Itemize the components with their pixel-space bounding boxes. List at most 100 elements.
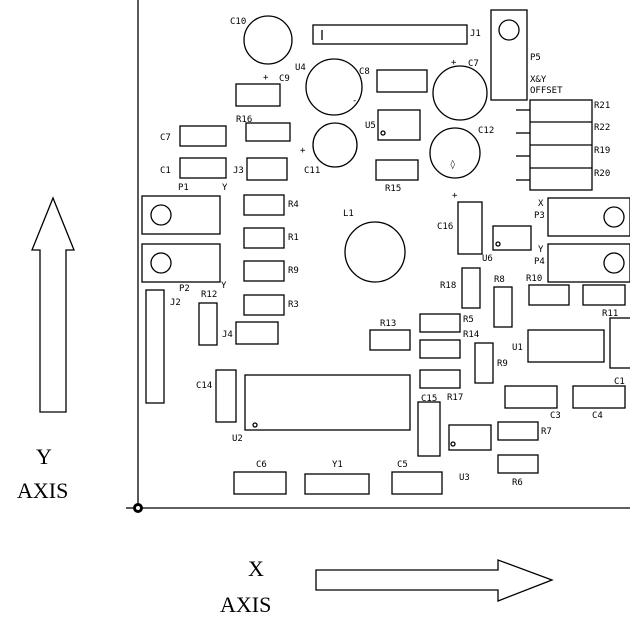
connector-j4	[235, 321, 279, 345]
capacitor-c5	[391, 471, 443, 495]
capacitor-c15	[417, 401, 441, 457]
pot-p2	[141, 243, 221, 283]
y-axis-arrow	[31, 196, 75, 413]
capacitor-c1	[179, 157, 227, 179]
label-u5: U5	[365, 121, 376, 131]
svg-text:◊: ◊	[450, 159, 455, 170]
label-r9: R9	[288, 266, 299, 276]
label-c8: C8	[359, 67, 370, 77]
label-c4: C4	[592, 411, 603, 421]
label-p2-y: Y	[221, 281, 227, 291]
pot-p1	[141, 195, 221, 235]
capacitor-c11	[312, 122, 358, 168]
label-c5: C5	[397, 460, 408, 470]
capacitor-c6	[233, 471, 287, 495]
resistor-r6	[497, 454, 539, 474]
label-c7-left: C7	[160, 133, 171, 143]
label-r18: R18	[440, 281, 456, 291]
label-c15: C15	[421, 394, 437, 404]
resistor-r12	[198, 302, 218, 346]
label-r8: R8	[494, 275, 505, 285]
resistor-r10	[528, 284, 570, 306]
label-j3: J3	[233, 166, 244, 176]
label-r6: R6	[512, 478, 523, 488]
label-u3: U3	[459, 473, 470, 483]
resistor-r8	[493, 286, 513, 328]
capacitor-c12	[429, 127, 481, 179]
ic-u3	[448, 424, 492, 451]
resistor-r9	[243, 260, 285, 282]
svg-text:-: -	[352, 96, 357, 106]
capacitor-c14	[215, 369, 237, 423]
ic-u5	[377, 109, 421, 141]
label-u6: U6	[482, 254, 493, 264]
resistor-r1	[243, 227, 285, 249]
crystal-y1	[304, 473, 370, 495]
label-r5: R5	[463, 315, 474, 325]
pot-p4	[547, 243, 630, 283]
board-outline	[126, 0, 630, 509]
svg-text:+: +	[451, 58, 457, 68]
label-r16: R16	[236, 115, 252, 125]
resistor-r9b	[474, 342, 494, 384]
connector-j3	[246, 157, 288, 181]
resistor-r16	[245, 122, 291, 142]
label-u1: U1	[512, 343, 523, 353]
resistor-r3	[243, 294, 285, 316]
capacitor-c7-left	[179, 125, 227, 147]
label-c1: C1	[160, 166, 171, 176]
connector-j1	[312, 24, 468, 45]
svg-text:+: +	[263, 73, 269, 83]
label-j1: J1	[470, 29, 481, 39]
capacitor-c3	[504, 385, 558, 409]
label-c6: C6	[256, 460, 267, 470]
label-p3: P3	[534, 211, 545, 221]
label-p2: P2	[179, 284, 190, 294]
label-c1-right: C1	[614, 377, 625, 387]
label-x-p3: X	[538, 199, 544, 209]
ic-u6	[492, 225, 532, 251]
resistor-r7	[497, 421, 539, 441]
label-r15: R15	[385, 184, 401, 194]
label-r21: R21	[594, 101, 610, 111]
label-r9b: R9	[497, 359, 508, 369]
ic-u1	[527, 329, 605, 363]
capacitor-c9	[235, 83, 281, 107]
label-r4: R4	[288, 200, 299, 210]
label-c9: C9	[279, 74, 290, 84]
resistor-r11	[582, 284, 626, 306]
resistor-r17	[419, 369, 461, 389]
label-r7: R7	[541, 427, 552, 437]
resistor-r4	[243, 194, 285, 216]
connector-j2	[145, 289, 165, 404]
label-r11: R11	[602, 309, 618, 319]
capacitor-c16	[457, 201, 483, 255]
label-c12: C12	[478, 126, 494, 136]
ic-u2	[244, 374, 411, 431]
inductor-l1	[344, 221, 406, 283]
label-r12: R12	[201, 290, 217, 300]
label-j4: J4	[222, 330, 233, 340]
capacitor-c7-top	[432, 65, 488, 121]
capacitor-c10	[243, 15, 293, 65]
pot-p5	[490, 9, 528, 101]
label-p5: P5	[530, 53, 541, 63]
label-r1: R1	[288, 233, 299, 243]
svg-text:+: +	[452, 191, 458, 201]
label-r19: R19	[594, 146, 610, 156]
resistor-r14	[419, 339, 461, 359]
resistor-r18	[461, 267, 481, 309]
label-r13: R13	[380, 319, 396, 329]
label-c11: C11	[304, 166, 320, 176]
x-axis-word: AXIS	[220, 592, 271, 617]
x-axis-arrow	[315, 559, 554, 602]
label-xy: X&Y	[530, 75, 547, 85]
label-p1-y: Y	[222, 183, 228, 193]
label-offset: OFFSET	[530, 86, 563, 96]
label-u2: U2	[232, 434, 243, 444]
label-r3: R3	[288, 300, 299, 310]
capacitor-c8	[376, 69, 428, 93]
label-j2: J2	[170, 298, 181, 308]
label-r20: R20	[594, 169, 610, 179]
